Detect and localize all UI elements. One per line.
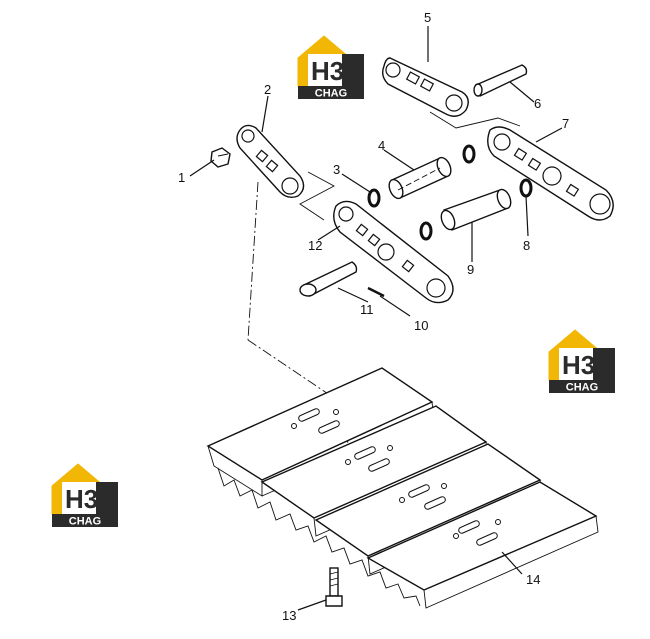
callout-2: 2 [264, 82, 271, 97]
part-11-pin [299, 261, 358, 298]
callout-3: 3 [333, 162, 340, 177]
callout-4: 4 [378, 138, 385, 153]
part-seal-lower [419, 221, 433, 241]
callout-13: 13 [282, 608, 296, 623]
part-1-nut [210, 147, 231, 168]
part-9-bushing [440, 188, 512, 231]
part-seal-upper [462, 144, 476, 164]
callout-5: 5 [424, 10, 431, 25]
part-8-seal [519, 178, 533, 198]
callout-12: 12 [308, 238, 322, 253]
leader-lines [189, 26, 563, 611]
callout-1: 1 [178, 170, 185, 185]
callout-11: 11 [360, 302, 374, 317]
callout-14: 14 [526, 572, 540, 587]
callout-10: 10 [414, 318, 428, 333]
part-13-bolt [325, 567, 343, 607]
brand-logo-right: H3 CHAG [548, 329, 616, 394]
callout-labels: 1 2 3 4 5 6 7 8 9 10 11 12 13 14 [178, 10, 569, 623]
part-6-pin [473, 64, 528, 97]
logo-mark: H3 [65, 484, 98, 514]
callout-6: 6 [534, 96, 541, 111]
callout-9: 9 [467, 262, 474, 277]
part-7-link [487, 126, 614, 221]
part-10-pin [367, 286, 385, 298]
part-2-link [236, 124, 305, 199]
part-5-link [381, 57, 469, 117]
part-3-seal [367, 188, 381, 208]
callout-8: 8 [523, 238, 530, 253]
logo-text: CHAG [566, 382, 598, 394]
callout-7: 7 [562, 116, 569, 131]
part-4-bushing [388, 156, 452, 200]
logo-text: CHAG [315, 88, 347, 100]
part-12-link [333, 200, 454, 304]
part-14-track-shoes [206, 367, 599, 609]
logo-text: CHAG [69, 516, 101, 528]
logo-mark: H3 [311, 56, 344, 86]
brand-logo-left: H3 CHAG [51, 463, 119, 528]
logo-mark: H3 [562, 350, 595, 380]
brand-logo-top: H3 CHAG [297, 35, 365, 100]
